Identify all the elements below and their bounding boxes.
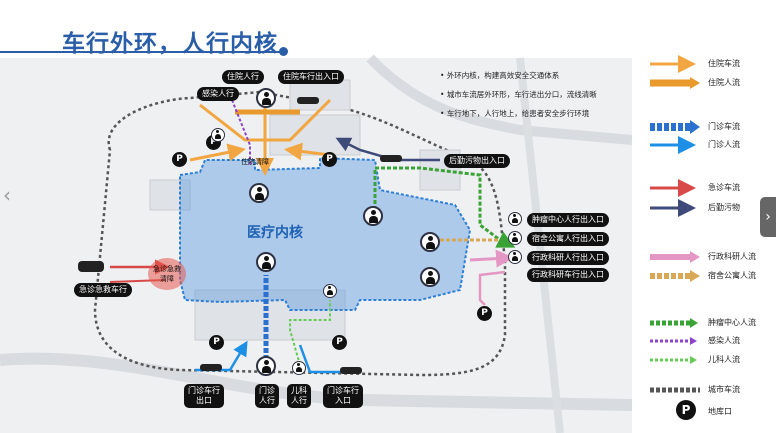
car-icon	[78, 261, 104, 272]
person-icon	[420, 267, 440, 287]
legend-label: 宿舍公寓人流	[708, 271, 756, 280]
person-icon	[420, 232, 440, 252]
label-dorm-pedestrian: 宿舍公寓人行出入口	[527, 232, 609, 246]
car-icon	[380, 155, 402, 162]
previous-slide-button[interactable]: ‹	[3, 183, 11, 207]
label-inpatient-vehicle-entry: 住院车行出入口	[278, 70, 344, 84]
legend-label: 后勤污物	[708, 203, 740, 212]
label-outpatient-vehicle-exit: 门诊车行 出口	[184, 384, 224, 408]
legend-label: 门诊人流	[708, 140, 740, 149]
admin-vehicle-flow	[478, 270, 506, 306]
person-icon	[211, 128, 225, 142]
label-inpatient-pedestrian: 住院人行	[222, 70, 264, 84]
label-tumor-pedestrian: 肿瘤中心人行出入口	[527, 213, 609, 227]
label-pediatric-pedestrian: 儿科 人行	[287, 384, 311, 408]
label-emergency-vehicle: 急诊急救车行	[74, 283, 132, 297]
person-icon	[508, 231, 522, 245]
pediatric-flow	[289, 300, 331, 366]
inpatient-flows	[189, 98, 332, 176]
note-item: • 外环内核，构建高效安全交通体系	[440, 71, 560, 80]
legend-label: 地库口	[708, 407, 732, 416]
road-outline	[366, 54, 633, 145]
legend-label: 住院人流	[708, 78, 740, 87]
car-icon	[200, 364, 222, 371]
label-infection-pedestrian: 感染人行	[197, 87, 239, 101]
person-icon	[508, 250, 522, 264]
note-item: • 车行地下，人行地上，给患者安全步行环境	[440, 109, 590, 118]
next-slide-button[interactable]: ›	[760, 197, 776, 237]
person-icon	[256, 356, 276, 376]
parking-icon: P	[332, 335, 347, 350]
label-outpatient-pedestrian: 门诊 人行	[255, 384, 279, 408]
label-admin-vehicle: 行政科研车行出入口	[527, 268, 609, 282]
legend-label: 行政科研人流	[708, 252, 756, 261]
parking-icon: P	[676, 400, 696, 420]
parking-icon: P	[322, 152, 337, 167]
admin-pedestrian-flow	[469, 249, 514, 268]
note-item: • 城市车流居外环形，车行进出分口，流线清晰	[440, 90, 597, 99]
title-underline-dot	[279, 47, 288, 56]
logistics-flow	[335, 137, 440, 162]
parking-icon: P	[477, 306, 492, 321]
person-icon	[508, 212, 522, 226]
legend-panel	[632, 50, 760, 433]
parking-icon: P	[209, 335, 224, 350]
person-icon	[292, 361, 306, 375]
car-icon	[340, 367, 362, 374]
title-underline	[0, 51, 283, 53]
legend-label: 急诊车流	[708, 183, 740, 192]
label-logistics-entry: 后勤污物出入口	[444, 154, 510, 168]
city-vehicle-ring	[93, 90, 507, 377]
person-icon	[363, 206, 383, 226]
design-notes: • 外环内核，构建高效安全交通体系 • 城市车流居外环形，车行进出分口，流线清晰…	[440, 66, 597, 123]
car-icon	[297, 97, 319, 104]
emergency-bubble: 急诊急救 清障	[148, 258, 186, 290]
medical-core-label: 医疗内核	[247, 225, 303, 241]
legend-label: 感染人流	[708, 336, 740, 345]
person-icon	[323, 284, 337, 298]
traffic-junction-label: 住院清障	[241, 158, 269, 166]
person-icon	[256, 88, 276, 108]
legend-label: 城市车流	[708, 385, 740, 394]
legend-label: 门诊车流	[708, 122, 740, 131]
outpatient-pedestrian-flow	[298, 344, 340, 374]
label-outpatient-vehicle-entry: 门诊车行 入口	[323, 384, 363, 408]
infection-flow	[231, 99, 251, 165]
legend-label: 肿瘤中心人流	[708, 318, 756, 327]
legend-label: 儿科人流	[708, 355, 740, 364]
label-admin-pedestrian: 行政科研人行出入口	[527, 251, 609, 265]
legend-swatches	[650, 55, 700, 393]
parking-icon: P	[172, 152, 187, 167]
person-icon	[249, 183, 269, 203]
tumor-center-flow	[373, 166, 516, 248]
legend-label: 住院车流	[708, 59, 740, 68]
person-icon	[256, 252, 276, 272]
